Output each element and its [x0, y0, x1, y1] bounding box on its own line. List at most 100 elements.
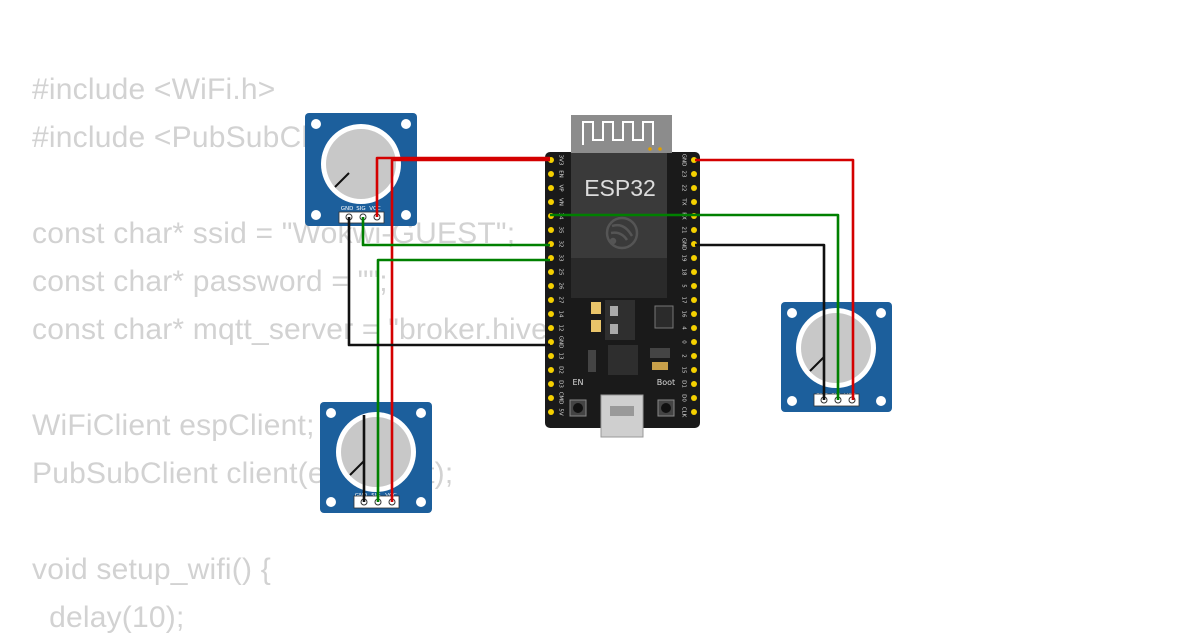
potentiometer-1[interactable]: GND SIG VCC	[305, 113, 417, 226]
knob[interactable]	[341, 417, 411, 487]
pin-label: 3V3	[558, 155, 564, 166]
pin-label: 18	[681, 269, 687, 276]
pin-left-27[interactable]	[548, 297, 554, 303]
left-pin-header: 3V3ENVPVN343532332526271412GND13D2D3CMD5…	[548, 155, 564, 416]
wire-sig-pot1[interactable]	[361, 217, 550, 247]
pin-right-21[interactable]	[691, 227, 697, 233]
pin-label: 19	[681, 255, 687, 262]
boot-label: Boot	[657, 378, 675, 387]
code-line: #include <WiFi.h>	[32, 73, 276, 106]
pin-label: TX	[681, 197, 687, 205]
pin-right-2[interactable]	[691, 353, 697, 359]
board-label: ESP32	[584, 175, 656, 201]
pin-left-26[interactable]	[548, 283, 554, 289]
pin-left-35[interactable]	[548, 227, 554, 233]
pin-left-gnd[interactable]	[548, 339, 554, 345]
code-line: void setup_wifi() {	[32, 553, 271, 586]
pin-label: VN	[558, 198, 564, 206]
pin-right-18[interactable]	[691, 269, 697, 275]
pin-label: 4	[681, 326, 687, 330]
pin-right-gnd[interactable]	[691, 157, 697, 163]
pin-left-cmd[interactable]	[548, 395, 554, 401]
esp32-board[interactable]: ESP32 EN Boot 3V3ENVPVN34353233252627141…	[545, 115, 700, 438]
pin-right-0[interactable]	[691, 339, 697, 345]
pin-right-23[interactable]	[691, 171, 697, 177]
pin-label: 2	[681, 354, 687, 358]
pin-left-12[interactable]	[548, 325, 554, 331]
antenna-area	[571, 115, 672, 153]
pin-label: 5	[681, 284, 687, 288]
pin-label: 5V	[558, 408, 564, 415]
wire-vcc-pot1[interactable]	[375, 156, 550, 217]
antenna-trace	[582, 121, 654, 145]
pin-right-16[interactable]	[691, 311, 697, 317]
pin-label: 0	[681, 340, 687, 344]
module-base	[571, 258, 667, 298]
pin-right-17[interactable]	[691, 297, 697, 303]
pin-right-d0[interactable]	[691, 395, 697, 401]
wire-vcc-pot3[interactable]	[695, 158, 855, 400]
pin-right-4[interactable]	[691, 325, 697, 331]
pin-left-14[interactable]	[548, 311, 554, 317]
pin-label: D1	[681, 380, 687, 388]
pin-right-5[interactable]	[691, 283, 697, 289]
knob-indicator	[809, 356, 825, 372]
pin-label: GND	[681, 238, 687, 251]
pin-label: CMD	[558, 392, 564, 405]
pin-left-vp[interactable]	[548, 185, 554, 191]
pin-label: D3	[558, 380, 564, 388]
pin-label-vcc: VCC	[369, 206, 381, 212]
pin-right-15[interactable]	[691, 367, 697, 373]
pin-label: CLK	[681, 407, 687, 418]
pin-left-vn[interactable]	[548, 199, 554, 205]
pin-label: 14	[558, 311, 564, 318]
wires	[347, 156, 855, 502]
pin-label-gnd: GND	[341, 206, 354, 212]
potentiometer-3[interactable]: GND SIG VCC	[781, 302, 892, 412]
pin-label: 33	[558, 255, 564, 262]
pin-label: 35	[558, 227, 564, 234]
knob[interactable]	[801, 313, 871, 383]
pin-left-d3[interactable]	[548, 381, 554, 387]
pin-label-sig: SIG	[356, 206, 365, 212]
pin-label: 23	[681, 171, 687, 178]
pin-label: GND	[558, 336, 564, 349]
pin-label: 15	[681, 367, 687, 374]
pin-left-d2[interactable]	[548, 367, 554, 373]
pin-right-22[interactable]	[691, 185, 697, 191]
pin-label: 13	[558, 353, 564, 360]
pin-left-5v[interactable]	[548, 409, 554, 415]
wire-gnd-pot1[interactable]	[347, 217, 550, 347]
pin-left-13[interactable]	[548, 353, 554, 359]
pin-label: 25	[558, 269, 564, 276]
pin-label: 26	[558, 283, 564, 290]
code-line: const char* password = "";	[32, 265, 388, 298]
pin-label: GND	[681, 154, 687, 167]
pin-label: 27	[558, 297, 564, 304]
pin-left-en[interactable]	[548, 171, 554, 177]
pin-label: 32	[558, 241, 564, 248]
wire-vcc-pot2[interactable]	[390, 158, 550, 502]
knob-indicator	[334, 172, 350, 188]
pin-label: VP	[558, 184, 564, 192]
potentiometer-2[interactable]: GND SIG VCC	[320, 402, 432, 513]
pin-right-d1[interactable]	[691, 381, 697, 387]
code-line: delay(10);	[32, 601, 185, 634]
wire-gnd-pot3[interactable]	[695, 243, 826, 400]
pin-left-25[interactable]	[548, 269, 554, 275]
pin-right-19[interactable]	[691, 255, 697, 261]
pin-label: D0	[681, 394, 687, 402]
pin-label: 16	[681, 311, 687, 318]
en-label: EN	[572, 378, 583, 387]
pin-right-clk[interactable]	[691, 409, 697, 415]
code-line: WiFiClient espClient;	[32, 409, 315, 442]
wire-sig-pot2[interactable]	[376, 258, 550, 502]
wire-sig-pot3[interactable]	[550, 213, 840, 400]
pin-label: 22	[681, 185, 687, 192]
knob[interactable]	[326, 129, 396, 199]
espressif-logo-icon	[605, 216, 639, 250]
pin-right-tx[interactable]	[691, 199, 697, 205]
pin-label: EN	[558, 170, 564, 178]
